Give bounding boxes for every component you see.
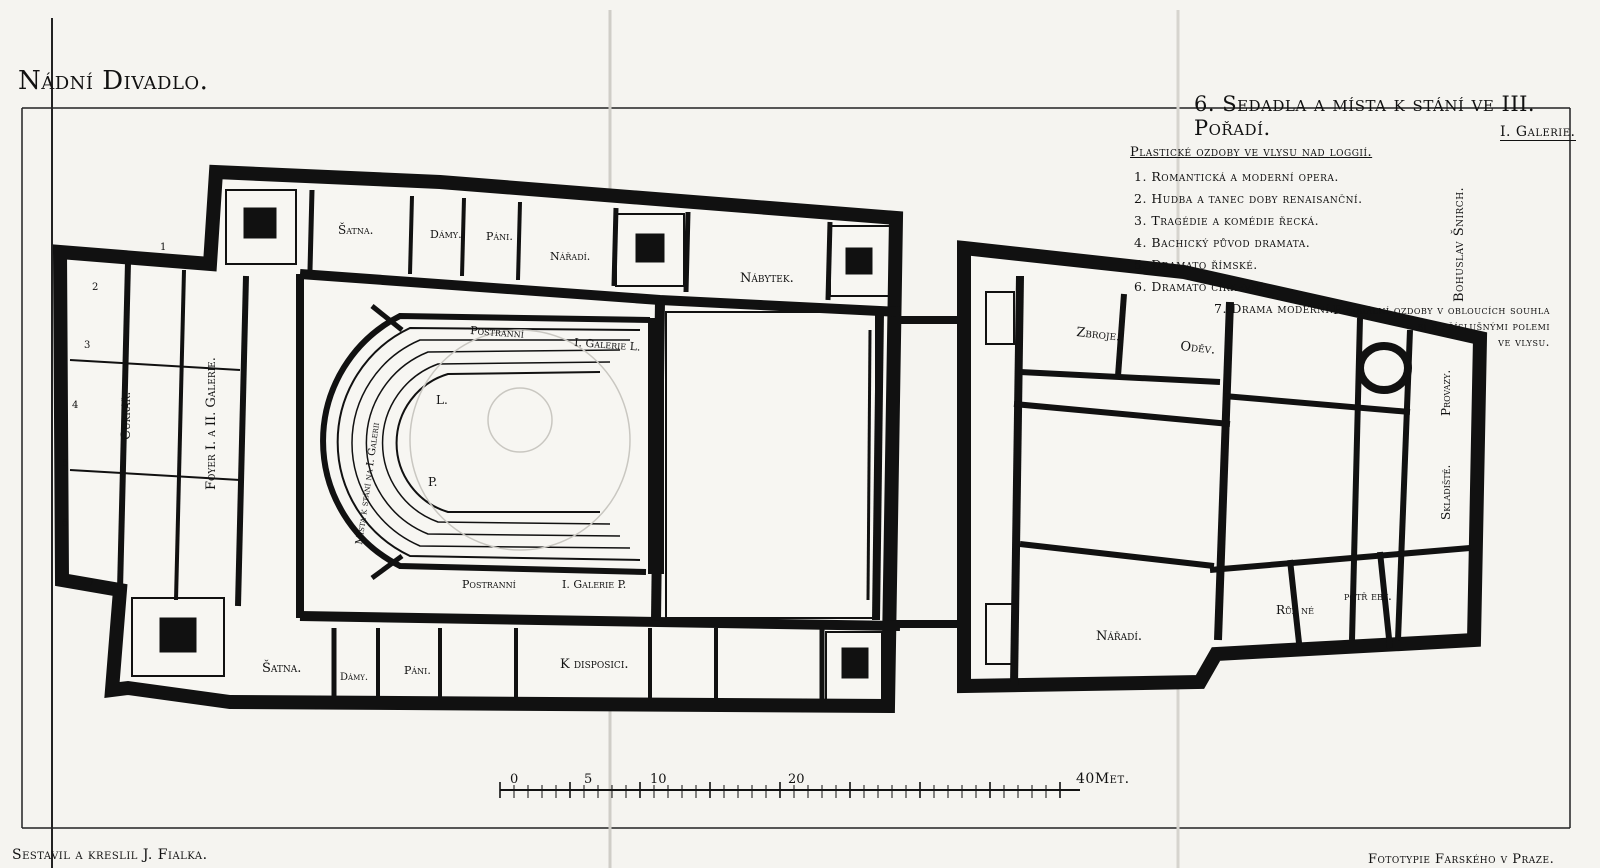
room-label: Šatna. — [338, 221, 374, 237]
room-label: Páni. — [486, 230, 513, 243]
legend-item: 7. Drama moderní. — [1214, 301, 1334, 316]
axis-number: 2 — [92, 282, 98, 293]
room-label: I. Galerie P. — [562, 578, 626, 591]
room-label: potř eby. — [1344, 589, 1392, 603]
figural-note-line: Figurální ozdoby v obloucích souhla — [1333, 303, 1550, 317]
frieze-axis-numbers: 1 2 3 4 5 6 7 — [62, 242, 166, 589]
axis-number: 5 — [62, 458, 68, 469]
figural-note: Figurální ozdoby v obloucích souhla sí s… — [1290, 302, 1550, 350]
room-label: Nábytek. — [740, 271, 794, 286]
room-label: Páni. — [404, 664, 431, 677]
room-label: Zbroje. — [1076, 325, 1121, 345]
stage — [665, 311, 877, 619]
axis-number: 4 — [72, 400, 78, 411]
room-label: Postranní — [462, 578, 516, 591]
gallery-tag: I. Galerie. — [1500, 124, 1576, 141]
room-label: Nářadí. — [550, 250, 590, 263]
room-label: Nářadí. — [1096, 629, 1142, 644]
room-label: Dámy. — [340, 672, 368, 683]
room-label: Cukrář. — [119, 392, 134, 440]
scale-label: 10 — [650, 772, 667, 787]
room-label: Růz né — [1276, 603, 1314, 617]
room-labels: Šatna. Dámy. Páni. Nářadí. Nábytek. Cukr… — [119, 221, 1453, 683]
page-title-right: 6. Sedadla a místa k stání ve III. Pořad… — [1194, 92, 1536, 140]
scale-label: 40Met. — [1076, 771, 1130, 787]
figural-note-line: ve vlysu. — [1498, 335, 1550, 349]
scale-label: 20 — [788, 772, 805, 787]
room-label: Foyer I. a II. Galerie. — [204, 357, 219, 490]
room-label: Postranní — [470, 324, 525, 341]
figural-note-line: sí s příslušnými polemi — [1417, 319, 1550, 333]
legend-signature: Bohuslav Šnirch. — [1452, 186, 1467, 302]
legend-item: 4. Bachický původ dramata. — [1134, 235, 1311, 250]
room-label: K disposici. — [560, 657, 629, 672]
legend-heading: Plastické ozdoby ve vlysu nad loggií. — [1130, 145, 1373, 160]
bridge — [896, 316, 960, 628]
legend-item: 5. Dramato římské. — [1134, 257, 1258, 272]
annex-block — [957, 240, 1488, 694]
auditorium-block — [52, 164, 904, 714]
room-label: Dámy. — [430, 228, 462, 241]
page-title-left: Nádní Divadlo. — [18, 66, 209, 96]
legend-item: 1. Romantická a moderní opera. — [1134, 169, 1339, 184]
credit-left: Sestavil a kreslil J. Fialka. — [12, 847, 208, 863]
room-label: P. — [428, 475, 437, 489]
stairwells — [131, 189, 891, 701]
auditorium-horseshoe — [320, 304, 664, 581]
legend-item: 3. Tragédie a komédie řecká. — [1134, 213, 1320, 228]
legend-item: 2. Hudba a tanec doby renaisanční. — [1134, 191, 1363, 206]
scale-label: 5 — [584, 772, 592, 787]
room-label: I. Galerie L. — [574, 336, 641, 354]
scale-bar: 0 5 10 20 40Met. — [499, 771, 1130, 798]
legend-item: 6. Dramato církevní. — [1134, 279, 1269, 294]
credit-right: Fototypie Farského v Praze. — [1368, 852, 1555, 867]
room-label: L. — [436, 393, 448, 407]
room-label: Šatna. — [262, 659, 301, 676]
axis-number: 6 — [62, 518, 68, 529]
room-label: Skladiště. — [1439, 465, 1453, 520]
room-label: Oděv. — [1180, 339, 1216, 358]
axis-number: 3 — [84, 340, 90, 351]
axis-number: 1 — [160, 242, 166, 253]
frieze-legend: Plastické ozdoby ve vlysu nad loggií. 1.… — [1130, 142, 1460, 320]
room-label: Provazy. — [1439, 370, 1453, 416]
axis-number: 7 — [88, 578, 94, 589]
scale-label: 0 — [510, 772, 518, 787]
